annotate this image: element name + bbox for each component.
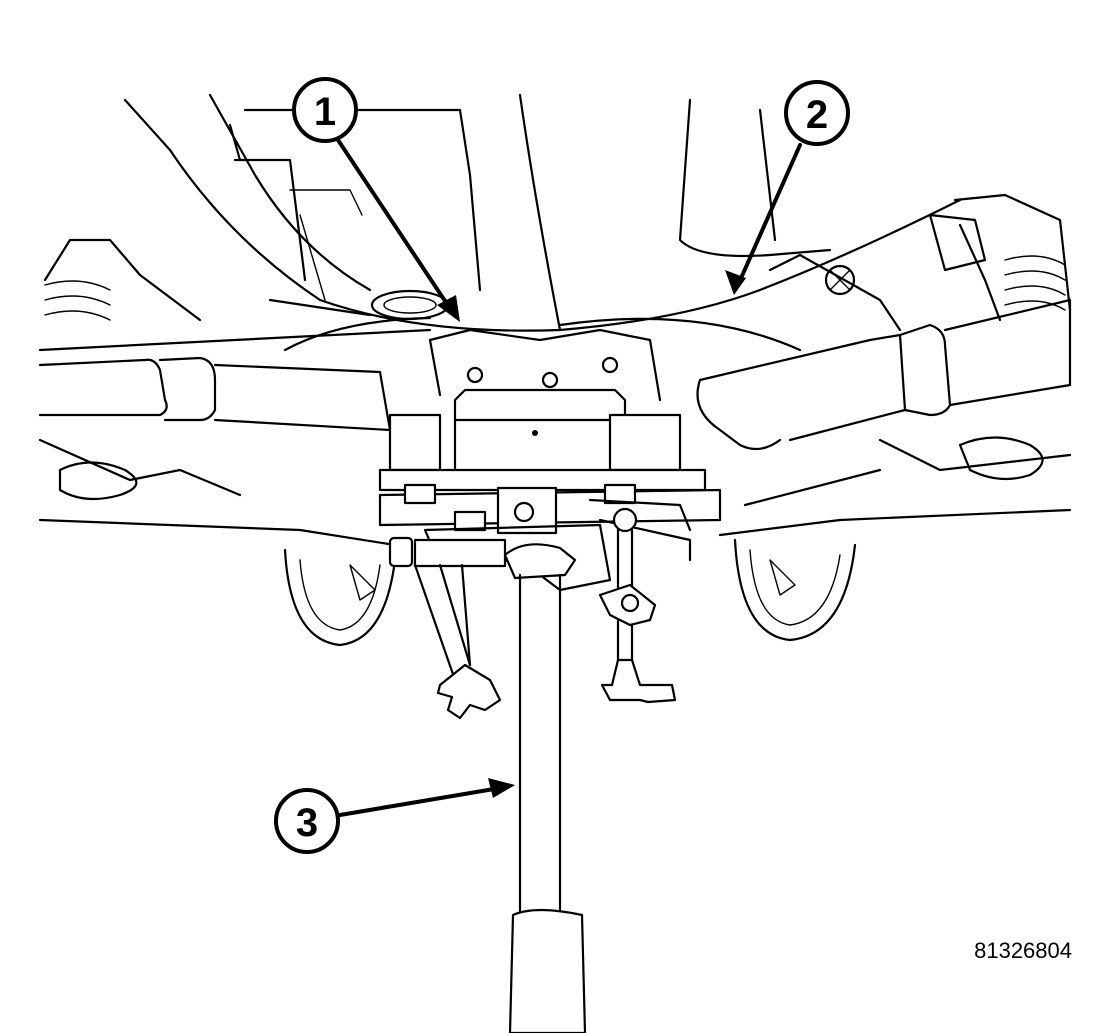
figure-id: 81326804 [974,938,1072,963]
callout-leaders [336,138,802,817]
fuel-tank-area [283,289,802,402]
arrowhead-1 [437,295,460,322]
callout-2: 2 [784,80,850,146]
callout-2-label: 2 [806,93,828,137]
arrowhead-3 [488,778,515,798]
right-adjuster [598,507,677,704]
right-rear-wheel [733,538,857,642]
callout-3: 3 [274,788,340,854]
callout-3-label: 3 [296,801,318,845]
left-rear-wheel [283,548,397,647]
arrowhead-2 [725,270,746,295]
vehicle-underbody [38,93,1072,352]
tank-component [378,388,707,492]
callout-1: 1 [292,77,358,143]
left-adjuster [388,536,507,720]
callout-1-label: 1 [314,90,336,134]
jack-post [503,543,587,1033]
rear-axle-beam [38,298,1072,547]
